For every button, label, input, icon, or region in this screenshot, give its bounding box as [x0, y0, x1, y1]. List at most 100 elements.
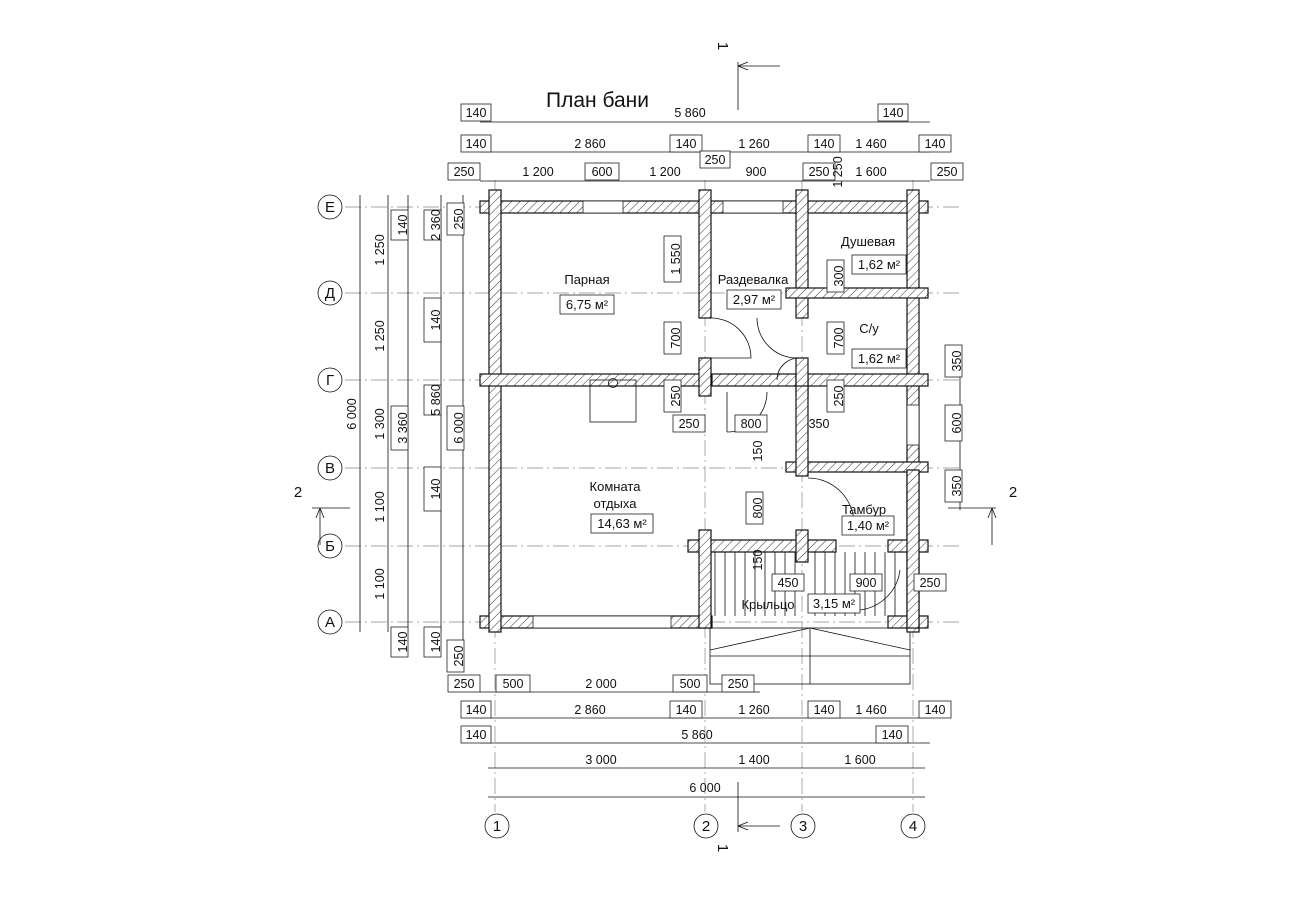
room-area-wc: 1,62 м² [858, 351, 901, 366]
axis-col-label: 2 [702, 818, 710, 835]
dim-label: 6 000 [689, 781, 720, 795]
dim-label: 140 [814, 703, 835, 717]
section-mark: 1 [714, 844, 731, 852]
dim-label: 700 [669, 328, 683, 349]
dim-label: 1 550 [669, 243, 683, 274]
room-area-vestibule: 1,40 м² [847, 518, 890, 533]
section-mark: 2 [1009, 484, 1017, 501]
dim-label: 140 [429, 632, 443, 653]
dim-label: 1 250 [373, 234, 387, 265]
room-area-lounge: 14,63 м² [597, 516, 647, 531]
dim-label: 2 860 [574, 703, 605, 717]
axis-col-label: 4 [909, 818, 917, 835]
room-area-dressing: 2,97 м² [733, 292, 776, 307]
dim-label: 250 [452, 209, 466, 230]
dim-label: 3 360 [396, 412, 410, 443]
dim-label: 600 [950, 413, 964, 434]
dim-label: 5 860 [429, 384, 443, 415]
dim-label: 1 250 [373, 320, 387, 351]
dim-label: 1 400 [738, 753, 769, 767]
axis-col-label: 1 [493, 818, 501, 835]
axis-row-label: А [325, 614, 335, 631]
room-name-dressing: Раздевалка [718, 272, 789, 287]
dim-label: 2 860 [574, 137, 605, 151]
axis-row-label: В [325, 460, 335, 477]
dim-label: 140 [676, 703, 697, 717]
dim-label: 2 000 [585, 677, 616, 691]
dim-label: 250 [454, 677, 475, 691]
dim-label: 600 [592, 165, 613, 179]
dim-label: 140 [676, 137, 697, 151]
dim-label: 800 [751, 498, 765, 519]
dim-label: 800 [741, 417, 762, 431]
dim-label: 250 [669, 386, 683, 407]
dim-label: 1 460 [855, 137, 886, 151]
dim-label: 140 [466, 137, 487, 151]
dim-label: 140 [466, 703, 487, 717]
room-area-porch: 3,15 м² [813, 596, 856, 611]
room-name-porch: Крыльцо [741, 597, 794, 612]
axis-row-label: Е [325, 199, 335, 216]
room-name-shower: Душевая [841, 234, 895, 249]
dim-label: 300 [832, 266, 846, 287]
dim-label: 140 [883, 106, 904, 120]
dim-label: 140 [429, 310, 443, 331]
dim-label: 350 [809, 417, 830, 431]
room-name-wc: С/у [859, 321, 879, 336]
room-area-steam: 6,75 м² [566, 297, 609, 312]
axis-row-bubbles: Е Д Г В Б А [317, 194, 343, 635]
dim-label: 140 [814, 137, 835, 151]
dim-label: 250 [452, 646, 466, 667]
dim-label: 3 000 [585, 753, 616, 767]
dim-label: 1 250 [831, 156, 845, 187]
left-dimensions: 6 000 1 250 1 250 1 300 1 100 1 100 140 … [345, 202, 466, 673]
section-marks: 1 1 2 2 [294, 42, 1017, 852]
plan-title: План бани [546, 89, 649, 112]
room-name-vestibule: Тамбур [842, 502, 886, 517]
room-labels: Парная 6,75 м² Раздевалка 2,97 м² Душева… [559, 234, 907, 614]
room-area-shower: 1,62 м² [858, 257, 901, 272]
dim-label: 140 [396, 632, 410, 653]
dim-label: 250 [920, 576, 941, 590]
dim-label: 1 260 [738, 703, 769, 717]
dim-label: 250 [832, 386, 846, 407]
dim-label: 140 [882, 728, 903, 742]
dim-label: 2 360 [429, 209, 443, 240]
dim-label: 250 [728, 677, 749, 691]
axis-row-label: Г [326, 372, 334, 389]
dim-label: 140 [466, 106, 487, 120]
stove [589, 378, 637, 423]
dim-label: 140 [466, 728, 487, 742]
dim-label: 250 [937, 165, 958, 179]
dim-label: 450 [778, 576, 799, 590]
dim-label: 6 000 [345, 398, 359, 429]
room-name-steam: Парная [564, 272, 609, 287]
dim-label: 6 000 [452, 412, 466, 443]
axis-row-label: Д [325, 285, 335, 302]
dim-label: 1 600 [844, 753, 875, 767]
axis-col-bubbles: 1 2 3 4 [484, 813, 926, 839]
dim-label: 150 [751, 441, 765, 462]
dim-label: 5 860 [681, 728, 712, 742]
dim-label: 1 200 [649, 165, 680, 179]
dim-label: 900 [856, 576, 877, 590]
axis-row-label: Б [325, 538, 335, 555]
right-dimensions: 350 600 350 [944, 344, 964, 503]
dim-label: 500 [680, 677, 701, 691]
dim-label: 140 [925, 703, 946, 717]
dim-label: 1 100 [373, 568, 387, 599]
porch-decking [709, 552, 911, 685]
top-dimensions: 140 5 860 140 140 2 860 140 1 260 140 1 … [447, 103, 964, 188]
dim-label: 500 [503, 677, 524, 691]
section-mark: 1 [714, 42, 731, 50]
dim-label: 1 100 [373, 491, 387, 522]
section-mark: 2 [294, 484, 302, 501]
dim-label: 250 [679, 417, 700, 431]
dim-label: 140 [396, 215, 410, 236]
dim-label: 700 [832, 328, 846, 349]
dim-label: 900 [746, 165, 767, 179]
windows [532, 200, 920, 629]
dim-label: 250 [454, 165, 475, 179]
dim-label: 350 [950, 476, 964, 497]
